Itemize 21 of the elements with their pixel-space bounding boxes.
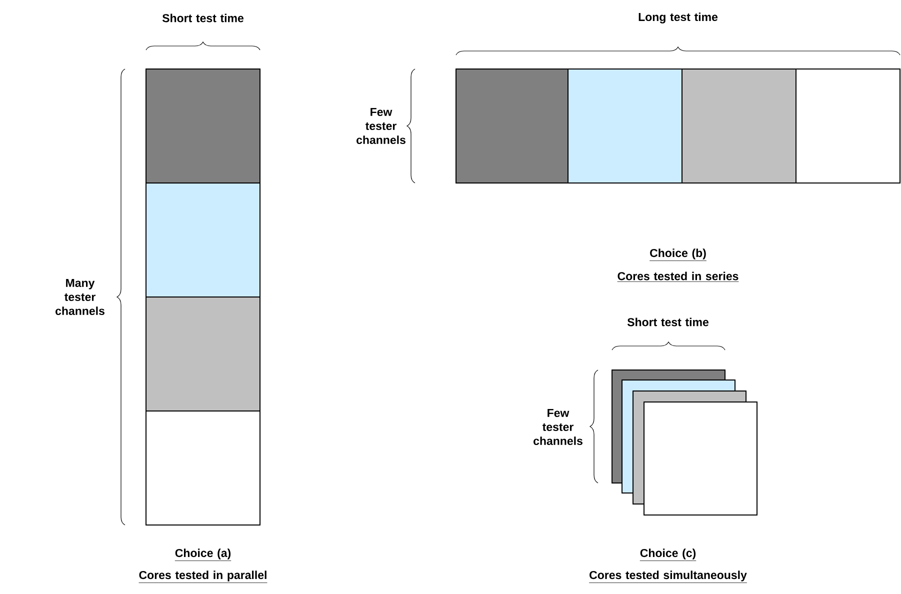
core-block <box>796 68 901 184</box>
annotation-text: Few tester channels <box>356 108 406 144</box>
caption-text: Cores tested in parallel <box>138 570 268 583</box>
core-block <box>568 68 682 184</box>
core-block <box>146 296 260 412</box>
core-block <box>146 182 260 298</box>
core-block <box>456 68 568 184</box>
caption-text: Choice (b) <box>649 248 707 261</box>
caption-text: Cores tested in series <box>617 272 739 282</box>
caption-text: Choice (c) <box>640 548 696 561</box>
caption-text: Choice (a) <box>174 548 232 561</box>
annotation-text: Short test time <box>162 14 244 22</box>
core-block <box>682 68 796 184</box>
core-block <box>146 68 260 184</box>
annotation-text: Few tester channels <box>534 409 582 446</box>
annotation-text: Long test time <box>638 12 718 24</box>
caption-text: Cores tested simultaneously <box>588 570 748 583</box>
annotation-text: Short test time <box>627 318 708 326</box>
core-block <box>644 402 758 516</box>
annotation-text: Many tester channels <box>56 279 104 316</box>
core-block <box>146 410 260 526</box>
